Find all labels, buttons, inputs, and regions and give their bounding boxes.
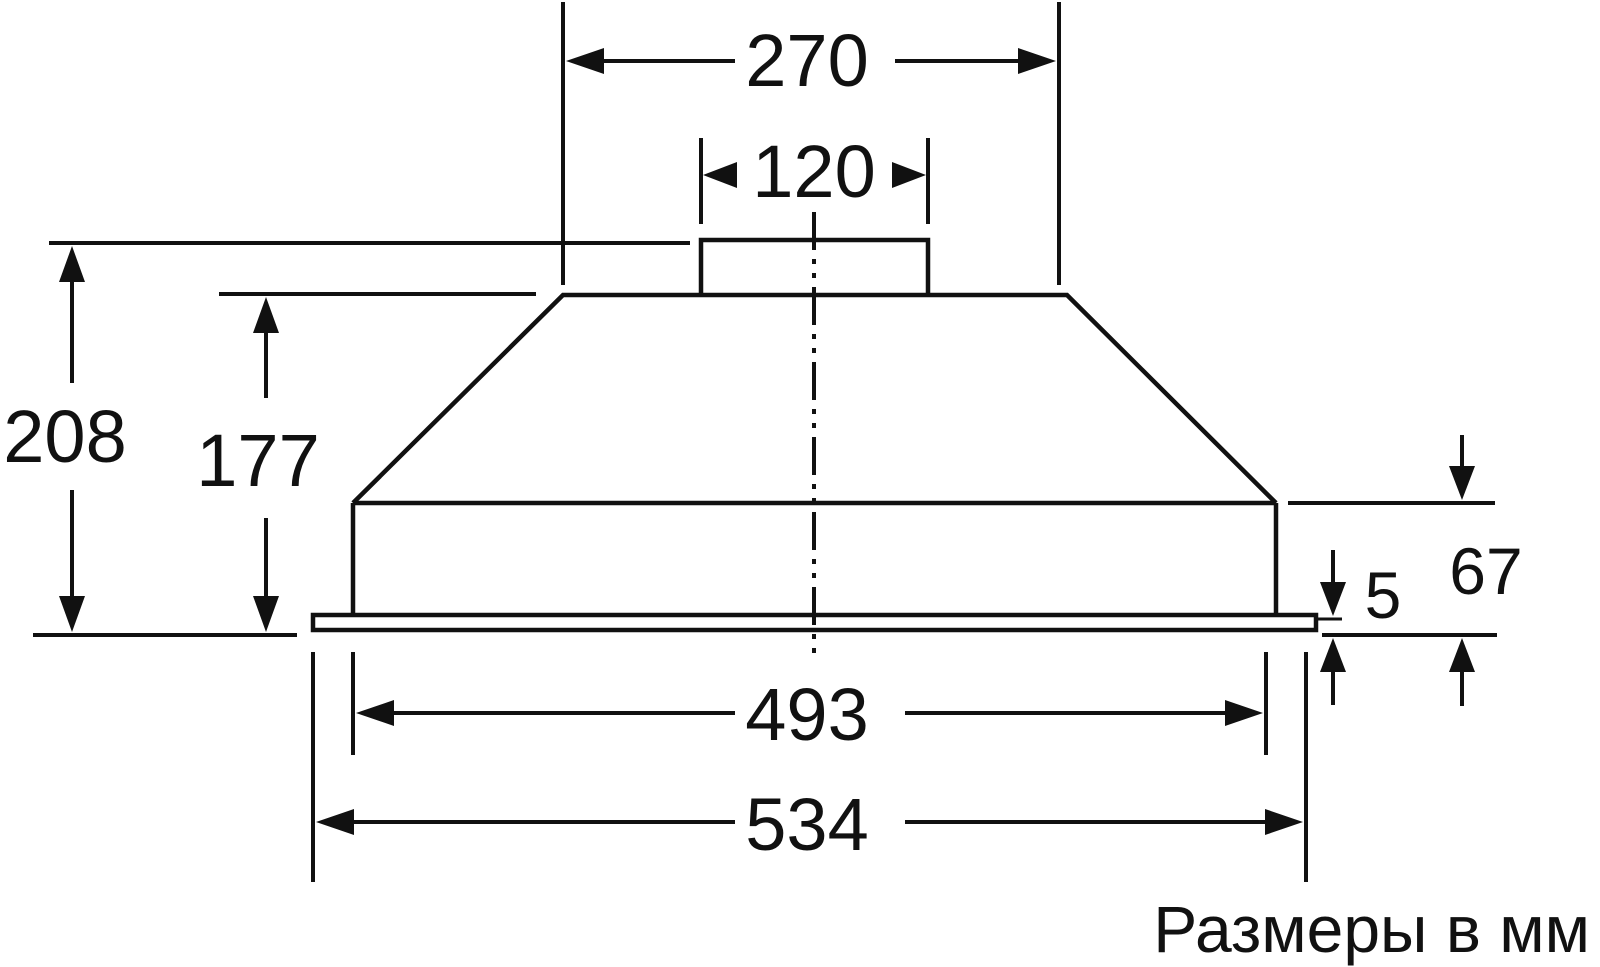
arrow-up-icon (59, 246, 85, 282)
dimension-top-width: 270 (561, 2, 1061, 285)
arrow-left-icon (703, 162, 737, 188)
arrow-right-icon (1018, 48, 1056, 74)
dimension-body-height: 177 (196, 292, 536, 632)
dimension-frame-thickness: 5 (1318, 550, 1401, 705)
arrow-left-icon (356, 700, 394, 726)
arrow-up-icon (253, 297, 279, 333)
dimension-label: 270 (745, 19, 868, 102)
dimension-lower-section-height: 67 (1288, 435, 1523, 706)
dimension-total-height: 208 (3, 241, 690, 637)
arrow-right-icon (1265, 809, 1303, 835)
arrow-left-icon (316, 809, 354, 835)
dimension-label: 120 (752, 130, 875, 213)
arrow-right-icon (892, 162, 926, 188)
dimension-label: 177 (196, 419, 319, 502)
dimension-outer-width: 534 (311, 652, 1308, 882)
arrow-right-icon (1225, 700, 1263, 726)
dimension-label: 5 (1365, 558, 1402, 632)
dimension-label: 493 (745, 673, 868, 756)
dimension-inner-width: 493 (351, 652, 1268, 756)
arrow-down-icon (253, 596, 279, 632)
arrow-left-icon (566, 48, 604, 74)
arrow-up-icon (1449, 638, 1475, 672)
arrow-down-icon (59, 596, 85, 632)
dimension-outlet-width: 120 (699, 130, 930, 224)
dimension-label: 208 (3, 395, 126, 478)
units-caption: Размеры в мм (1153, 892, 1590, 966)
arrow-down-icon (1449, 466, 1475, 500)
arrow-down-icon (1320, 582, 1346, 616)
dimension-label: 534 (745, 783, 868, 866)
arrow-up-icon (1320, 638, 1346, 672)
dimension-label: 67 (1449, 534, 1522, 608)
